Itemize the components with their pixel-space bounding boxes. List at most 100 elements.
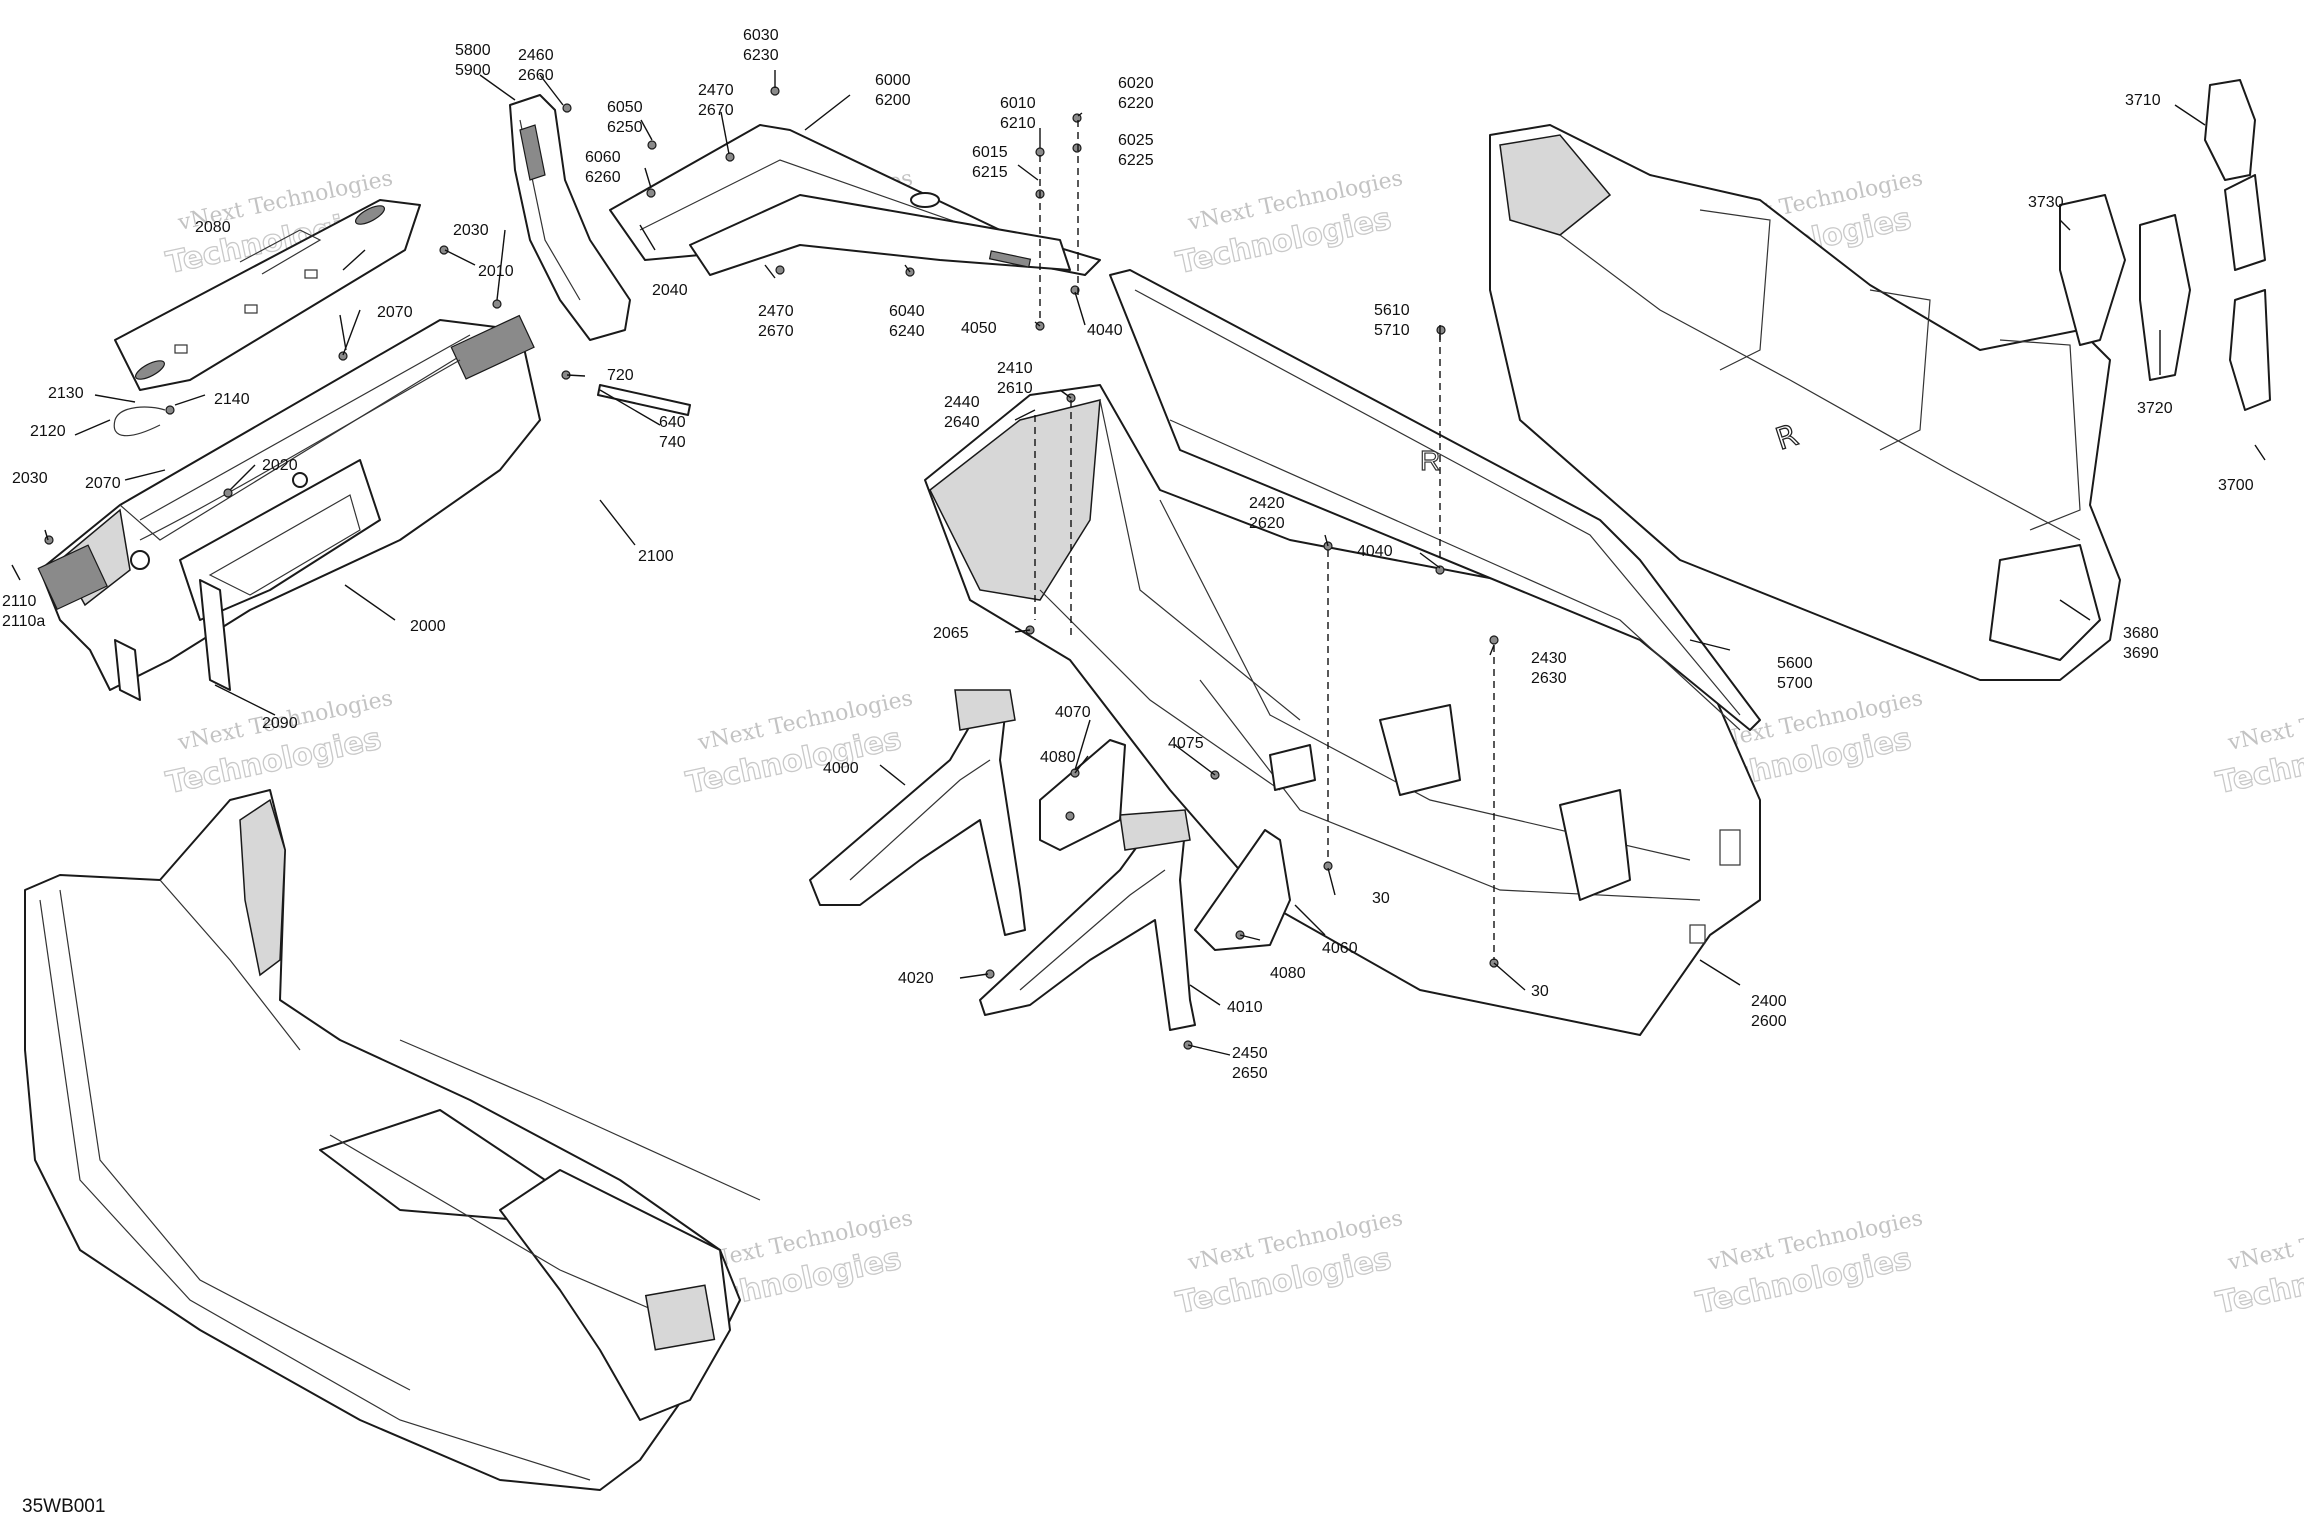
- label-6040: 6040: [889, 303, 925, 320]
- label-2020: 2020: [262, 457, 298, 474]
- label-640: 640: [659, 414, 686, 431]
- watermark: vNext Technologies Technologies: [2212, 1206, 2304, 1322]
- label-2070: 2070: [377, 304, 413, 321]
- label-6000: 6000: [875, 72, 911, 89]
- label-4010: 4010: [1227, 999, 1263, 1016]
- label-2670: 2670: [758, 323, 794, 340]
- watermark: vNext Technologies Technologies: [1172, 166, 1405, 282]
- label-6020: 6020: [1118, 75, 1154, 92]
- label-3720: 3720: [2137, 400, 2173, 417]
- label-2120: 2120: [30, 423, 66, 440]
- label-2070: 2070: [85, 475, 121, 492]
- label-2400: 2400: [1751, 993, 1787, 1010]
- label-2650: 2650: [1232, 1065, 1268, 1082]
- part-lid-2080: [114, 199, 421, 391]
- part-rack-assembly: [37, 314, 541, 701]
- label-720: 720: [607, 367, 634, 384]
- label-3730: 3730: [2028, 194, 2064, 211]
- label-2080: 2080: [195, 219, 231, 236]
- label-4075: 4075: [1168, 735, 1204, 752]
- label-2440: 2440: [944, 394, 980, 411]
- label-2660: 2660: [518, 67, 554, 84]
- label-6250: 6250: [607, 119, 643, 136]
- label-2110: 2110: [2, 593, 37, 610]
- label-4080: 4080: [1040, 749, 1076, 766]
- label-6240: 6240: [889, 323, 925, 340]
- label-4020: 4020: [898, 970, 934, 987]
- label-3700: 3700: [2218, 477, 2254, 494]
- part-tub-3680: R: [1489, 124, 2121, 681]
- label-30: 30: [1531, 983, 1549, 1000]
- label-3680: 3680: [2123, 625, 2159, 642]
- part-panel-5600: R: [1109, 269, 1761, 731]
- label-2630: 2630: [1531, 670, 1567, 687]
- label-6210: 6210: [1000, 115, 1036, 132]
- part-bracket-5800: [509, 94, 631, 341]
- label-6050: 6050: [607, 99, 643, 116]
- watermark: vNext Technologies Technologies: [1692, 1206, 1925, 1322]
- label-740: 740: [659, 434, 686, 451]
- label-2460: 2460: [518, 47, 554, 64]
- label-5600: 5600: [1777, 655, 1813, 672]
- label-2090: 2090: [262, 715, 298, 732]
- label-2430: 2430: [1531, 650, 1567, 667]
- label-3690: 3690: [2123, 645, 2159, 662]
- part-front-bumper: [24, 789, 761, 1491]
- label-2420: 2420: [1249, 495, 1285, 512]
- watermark: vNext Technologies Technologies: [162, 686, 395, 802]
- label-4040: 4040: [1357, 543, 1393, 560]
- label-2030: 2030: [12, 470, 48, 487]
- label-6215: 6215: [972, 164, 1008, 181]
- part-bin-2400: [924, 384, 1761, 1036]
- label-6200: 6200: [875, 92, 911, 109]
- label-5710: 5710: [1374, 322, 1410, 339]
- svg-text:vNext Technologies: vNext Technologies: [2225, 686, 2304, 756]
- label-6260: 6260: [585, 169, 621, 186]
- label-6060: 6060: [585, 149, 621, 166]
- part-plates-4070: [1039, 739, 1291, 951]
- part-labels: 5800 5900 2460 2660 6030 6230 6000 6200 …: [2, 27, 2254, 1082]
- label-6015: 6015: [972, 144, 1008, 161]
- part-rail-6000: [609, 124, 1101, 276]
- label-2620: 2620: [1249, 515, 1285, 532]
- svg-text:R: R: [1420, 445, 1440, 476]
- watermark: vNext Technologies Technologies: [682, 686, 915, 802]
- label-4080: 4080: [1270, 965, 1306, 982]
- label-2470: 2470: [698, 82, 734, 99]
- label-6220: 6220: [1118, 95, 1154, 112]
- label-6010: 6010: [1000, 95, 1036, 112]
- label-4040: 4040: [1087, 322, 1123, 339]
- label-4000: 4000: [823, 760, 859, 777]
- label-2670: 2670: [698, 102, 734, 119]
- label-2010: 2010: [478, 263, 514, 280]
- svg-text:vNext Technologies: vNext Technologies: [2225, 1206, 2304, 1276]
- label-4050: 4050: [961, 320, 997, 337]
- part-brackets-4000: [809, 689, 1196, 1031]
- label-2000: 2000: [410, 618, 446, 635]
- label-30: 30: [1372, 890, 1390, 907]
- watermark: vNext Technologies Technologies: [2212, 686, 2304, 802]
- leader-lines: [11, 70, 2266, 1056]
- label-4070: 4070: [1055, 704, 1091, 721]
- label-2065: 2065: [933, 625, 969, 642]
- label-6030: 6030: [743, 27, 779, 44]
- label-2470: 2470: [758, 303, 794, 320]
- label-2040: 2040: [652, 282, 688, 299]
- watermark: vNext Technologies Technologies: [1172, 1206, 1405, 1322]
- label-2600: 2600: [1751, 1013, 1787, 1030]
- label-2640: 2640: [944, 414, 980, 431]
- part-pads-3700: [2059, 79, 2271, 411]
- label-2410: 2410: [997, 360, 1033, 377]
- label-6230: 6230: [743, 47, 779, 64]
- label-5900: 5900: [455, 62, 491, 79]
- label-2110a: 2110a: [2, 613, 45, 630]
- label-2030: 2030: [453, 222, 489, 239]
- label-2610: 2610: [997, 380, 1033, 397]
- label-3710: 3710: [2125, 92, 2161, 109]
- label-6025: 6025: [1118, 132, 1154, 149]
- label-2140: 2140: [214, 391, 250, 408]
- label-6225: 6225: [1118, 152, 1154, 169]
- label-5610: 5610: [1374, 302, 1410, 319]
- label-2130: 2130: [48, 385, 84, 402]
